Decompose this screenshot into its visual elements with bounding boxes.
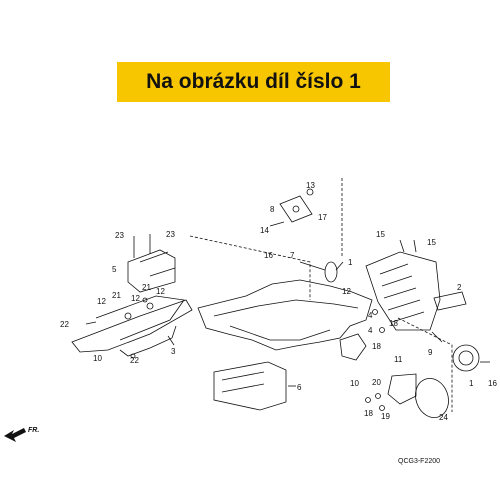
part-7-rib xyxy=(229,325,331,341)
callout-16: 16 xyxy=(488,379,497,388)
direction-label: FR. xyxy=(28,427,39,434)
part-3-hole xyxy=(146,302,154,310)
part-6-panel xyxy=(213,361,287,411)
callout-22: 22 xyxy=(60,320,69,329)
callout-20: 20 xyxy=(372,378,381,387)
bolt-22 xyxy=(85,321,97,325)
part-10-bracket xyxy=(339,333,367,361)
part-9-slots xyxy=(379,263,425,323)
callout-21: 21 xyxy=(112,291,121,300)
nut-4 xyxy=(379,327,385,333)
bolt-15 xyxy=(399,239,405,253)
part-11-guard xyxy=(387,373,417,405)
callout-11: 11 xyxy=(394,355,403,364)
part-3-bracket xyxy=(71,299,193,353)
callout-17: 17 xyxy=(318,213,327,222)
callout-12: 12 xyxy=(97,297,106,306)
frame-line xyxy=(397,317,453,412)
part-3-hole xyxy=(124,312,132,320)
part-5-detail xyxy=(139,251,176,277)
bolt-15 xyxy=(413,239,417,253)
part-13-nut xyxy=(306,188,314,196)
part-1-reflector xyxy=(324,261,338,283)
callout-6: 6 xyxy=(297,383,302,392)
diagram-code: QCG3-F2200 xyxy=(398,458,440,465)
callout-18: 18 xyxy=(372,342,381,351)
callout-15: 15 xyxy=(427,238,436,247)
part-5-bracket xyxy=(127,249,176,293)
callout-5: 5 xyxy=(112,265,117,274)
callout-7: 7 xyxy=(290,251,295,260)
callout-9: 9 xyxy=(428,348,433,357)
callout-16: 16 xyxy=(264,251,273,260)
leader xyxy=(335,261,344,271)
part-24-gasket xyxy=(415,378,449,418)
callout-12: 12 xyxy=(342,287,351,296)
part-1-round-inner xyxy=(458,350,474,366)
callout-12: 12 xyxy=(156,287,165,296)
part-7-fender xyxy=(197,279,373,351)
frame-line xyxy=(189,235,311,300)
callout-1: 1 xyxy=(348,258,353,267)
banner-text: Na obrázku díl číslo 1 xyxy=(146,70,361,93)
callout-18: 18 xyxy=(364,409,373,418)
part-2-plate xyxy=(433,291,467,311)
direction-arrow xyxy=(4,428,26,442)
title-banner: Na obrázku díl číslo 1 xyxy=(117,62,390,102)
callout-8: 8 xyxy=(270,205,275,214)
part-1-round-reflector xyxy=(452,344,480,372)
callout-14: 14 xyxy=(260,226,269,235)
callout-15: 15 xyxy=(376,230,385,239)
callout-19: 19 xyxy=(381,412,390,421)
callout-23: 23 xyxy=(115,231,124,240)
callout-24: 24 xyxy=(439,413,448,422)
part-7-ridge xyxy=(213,299,359,317)
callout-2: 2 xyxy=(457,283,462,292)
callout-13: 13 xyxy=(306,181,315,190)
bolt-18 xyxy=(365,397,371,403)
part-8-plate xyxy=(279,195,313,223)
leader xyxy=(431,331,443,343)
callout-3: 3 xyxy=(171,347,176,356)
callout-4: 4 xyxy=(368,326,373,335)
callout-22: 22 xyxy=(130,356,139,365)
front-arrow-icon xyxy=(4,428,26,442)
callout-1: 1 xyxy=(469,379,474,388)
callout-21: 21 xyxy=(142,283,151,292)
part-6-ribs xyxy=(221,371,265,393)
part-3-lower xyxy=(119,325,177,357)
bolt-22 xyxy=(130,353,136,359)
callout-10: 10 xyxy=(350,379,359,388)
clip-21 xyxy=(142,297,148,303)
bolt-16 xyxy=(299,261,326,271)
callout-4: 4 xyxy=(368,311,373,320)
leader xyxy=(167,335,175,346)
part-8-hole xyxy=(292,205,300,213)
callout-23: 23 xyxy=(166,230,175,239)
washer-19 xyxy=(379,405,385,411)
part-9-bracket xyxy=(365,251,441,331)
callout-10: 10 xyxy=(93,354,102,363)
part-14-screw xyxy=(269,221,285,227)
nut-4 xyxy=(372,309,378,315)
callout-18: 18 xyxy=(389,319,398,328)
part-3-detail xyxy=(95,295,185,341)
callout-12: 12 xyxy=(131,294,140,303)
washer-20 xyxy=(375,393,381,399)
